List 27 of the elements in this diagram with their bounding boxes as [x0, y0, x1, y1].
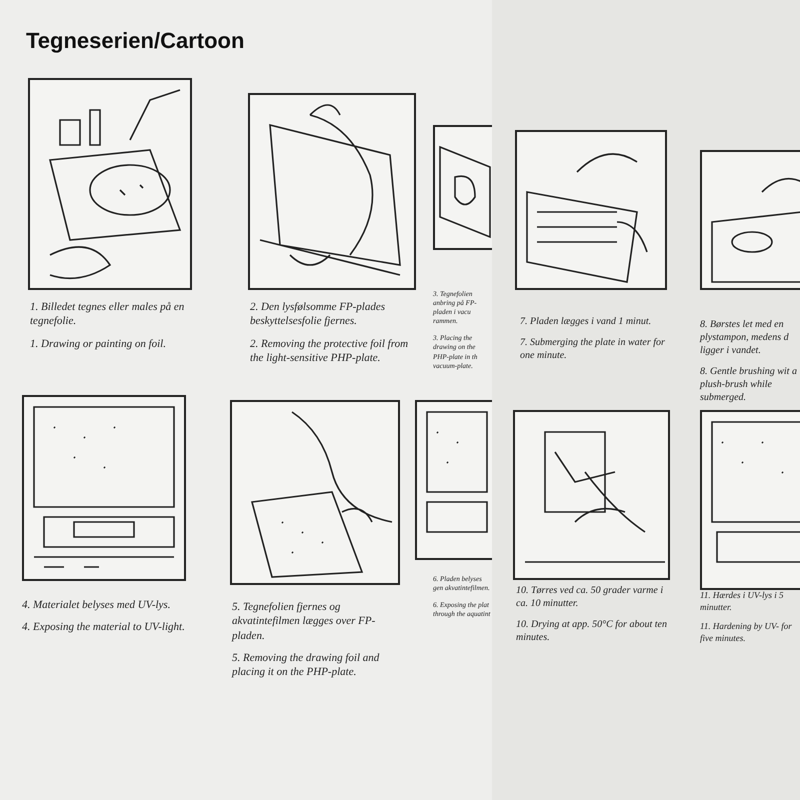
caption-text: 1. Drawing or painting on foil. [30, 336, 167, 351]
caption-text: 4. Exposing the material to UV-light. [22, 620, 186, 635]
caption-text: 4. Materialet belyses med UV-lys. [22, 598, 172, 612]
caption-text: 8. Gentle brushing wit a plush-brush while submerged. [700, 365, 798, 404]
caption-text: 7. Submerging the plate in water for one minute. [520, 336, 666, 362]
caption-text: 5. Tegnefolien fjernes og akvatintefilmen lægges over FP-pladen. [232, 600, 376, 643]
illustration-panel [515, 130, 667, 290]
caption-text: 11. Hardening by UV- for five minutes. [700, 621, 793, 645]
caption-text: 11. Hærdes i UV-lys i 5 minutter. [700, 590, 784, 614]
caption-text: 2. Den lysfølsomme FP-plades beskyttelsesfolie fjernes. [250, 300, 386, 329]
caption-text: 10. Tørres ved ca. 50 grader varme i ca. 10 minutter. [516, 584, 664, 610]
page-title: Tegneserien/Cartoon [26, 28, 244, 54]
caption-text: 1. Billedet tegnes eller males på en tegnefolie. [30, 300, 186, 329]
caption-text: 7. Pladen lægges i vand 1 minut. [520, 315, 652, 328]
illustration-panel [415, 400, 492, 560]
caption-text: 10. Drying at app. 50°C for about ten minutes. [516, 618, 668, 644]
illustration-panel [28, 78, 192, 290]
illustration-panel [248, 93, 416, 290]
illustration-panel [700, 150, 800, 290]
caption-text: 5. Removing the drawing foil and placing it on the PHP-plate. [232, 650, 380, 680]
illustration-panel [700, 410, 800, 590]
caption-text: 8. Børstes let med en plystampon, medens d ligger i vandet. [700, 318, 790, 357]
illustration-panel [230, 400, 400, 585]
illustration-panel [22, 395, 186, 581]
illustration-panel [433, 125, 492, 250]
illustration-panel [513, 410, 670, 580]
caption-text: 2. Removing the protective foil from the light-sensitive PHP-plate. [250, 336, 410, 366]
